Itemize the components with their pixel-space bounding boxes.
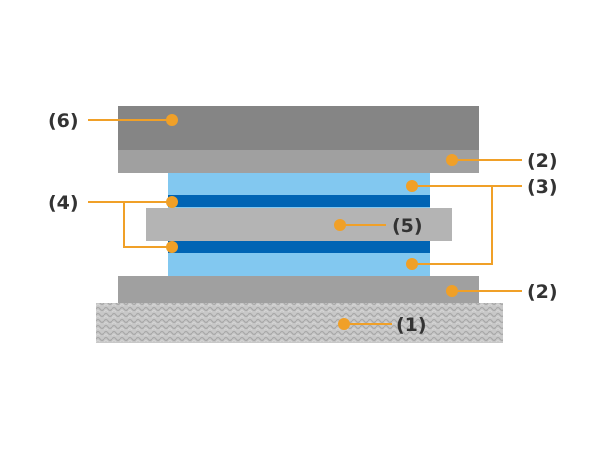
dot-1 [338,318,350,330]
dot-6 [166,114,178,126]
dot-5 [334,219,346,231]
dot-4-top [166,196,178,208]
dot-2-top [446,154,458,166]
dot-3-bottom [406,258,418,270]
layer-2-bottom [118,276,479,303]
label-4: (4) [48,192,79,214]
layer-4-band-bottom [168,241,430,253]
label-2-bottom: (2) [527,281,558,303]
label-5: (5) [392,215,423,237]
leader-lines [88,119,522,325]
label-1: (1) [396,314,427,336]
label-6: (6) [48,110,79,132]
layer-6-block [118,106,479,150]
dot-2-bottom [446,285,458,297]
leader-4 [88,201,172,248]
dot-3-top [406,180,418,192]
leader-dots [166,114,458,330]
layer-5-block [146,208,452,241]
label-2-top: (2) [527,150,558,172]
layer-4-band-top [168,195,430,207]
dot-4-bottom [166,241,178,253]
label-3: (3) [527,176,558,198]
leader-3 [412,185,493,265]
layer-1-base [96,303,503,343]
layer-2-top [118,150,479,173]
